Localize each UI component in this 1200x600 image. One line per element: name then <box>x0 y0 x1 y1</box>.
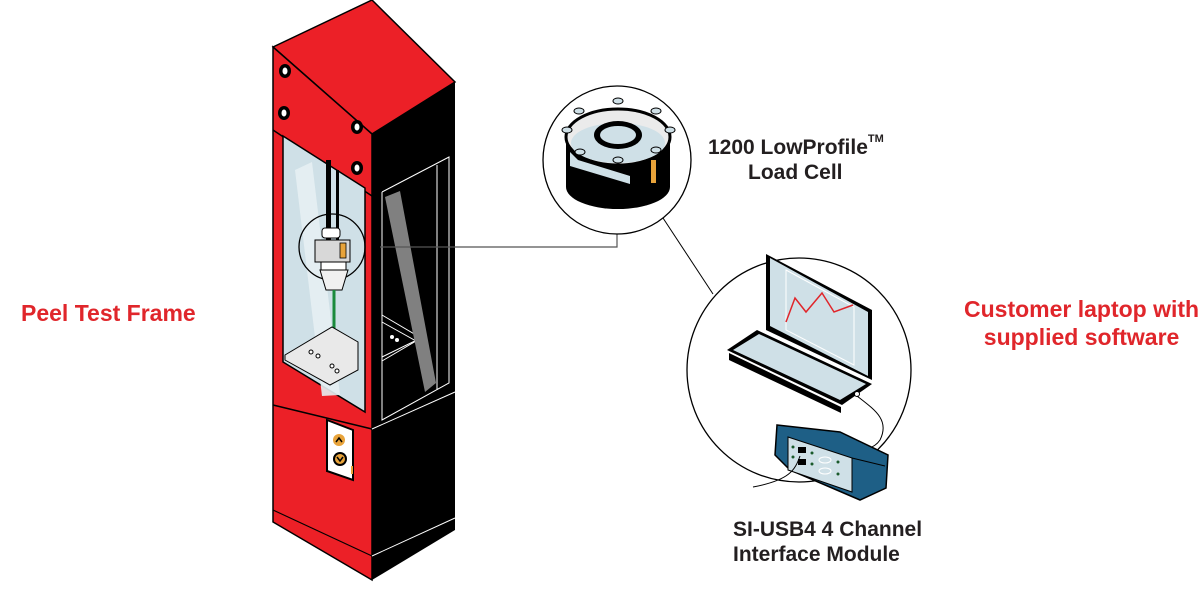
laptop-label-line2: supplied software <box>983 323 1180 350</box>
load-cell-label-line2: Load Cell <box>748 161 843 185</box>
side-glass-reflection <box>385 191 436 392</box>
interface-module-label-line1: SI-USB4 4 Channel <box>733 518 923 541</box>
load-cell-detail <box>542 85 692 235</box>
connector-loadcell-to-laptop <box>662 217 714 295</box>
peel-test-frame <box>271 0 457 582</box>
load-cell-label: 1200 LowProfileTM Load Cell <box>708 133 884 185</box>
jog-down-button <box>333 452 347 466</box>
peel-test-frame-label: Peel Test Frame <box>21 300 196 326</box>
laptop-label-line1: Customer laptop with <box>964 296 1200 322</box>
connector-frame-to-loadcell <box>380 230 618 248</box>
load-cell-label-line1: 1200 LowProfile <box>708 136 868 159</box>
jog-up-button <box>333 434 345 446</box>
interface-module-label: SI-USB4 4 Channel Interface Module <box>733 517 922 567</box>
software-chart-line <box>785 291 854 323</box>
trademark-symbol: TM <box>867 133 884 145</box>
laptop-module-detail <box>686 254 912 501</box>
frame-load-cell <box>298 213 366 291</box>
laptop <box>727 254 872 413</box>
frame-bolts <box>278 64 363 175</box>
frame-base-plate <box>284 326 359 386</box>
laptop-label: Customer laptop with supplied software <box>964 296 1199 351</box>
laptop-screen <box>770 258 868 376</box>
control-pendant <box>326 418 354 482</box>
sensor-cable <box>752 455 801 488</box>
interface-module <box>774 424 889 501</box>
laptop-keyboard-deck <box>733 334 866 400</box>
interface-module-label-line2: Interface Module <box>733 543 900 567</box>
